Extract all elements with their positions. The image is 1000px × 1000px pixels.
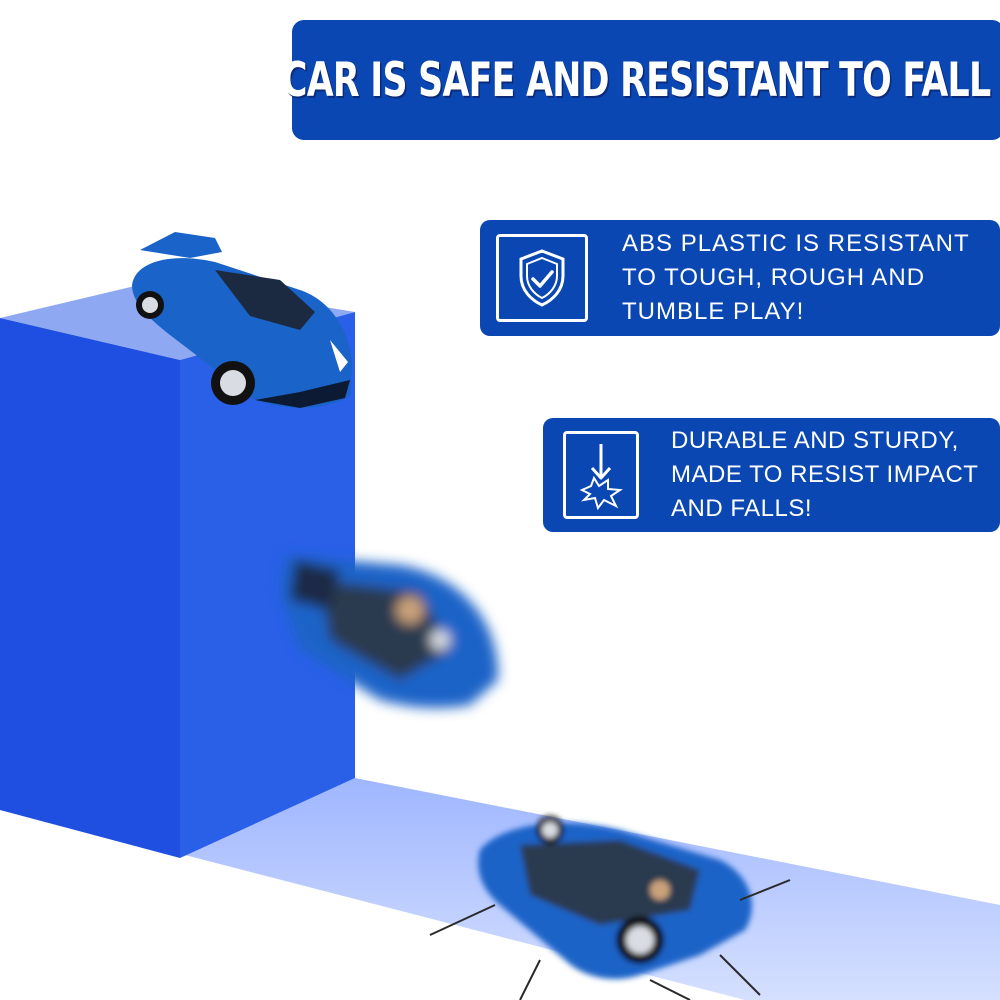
feature-line: AND FALLS! xyxy=(671,495,813,522)
feature-line: DURABLE AND STURDY, xyxy=(671,427,959,454)
feature-line: MADE TO RESIST IMPACT xyxy=(671,461,979,488)
feature-line: ABS PLASTIC IS RESISTANT xyxy=(622,230,970,257)
pillar-front xyxy=(0,318,180,858)
feature-card-abs-plastic: ABS PLASTIC IS RESISTANT TO TOUGH, ROUGH… xyxy=(480,220,1000,336)
headline-title: CAR IS SAFE AND RESISTANT TO FALL xyxy=(281,52,991,108)
car-on-pillar xyxy=(132,232,352,408)
feature-line: TUMBLE PLAY! xyxy=(622,298,805,325)
falling-car xyxy=(280,555,499,708)
feature-line: TO TOUGH, ROUGH AND xyxy=(622,264,926,291)
shield-check-icon xyxy=(519,249,565,307)
feature-text-durable: DURABLE AND STURDY, MADE TO RESIST IMPAC… xyxy=(671,424,978,526)
headline-banner: CAR IS SAFE AND RESISTANT TO FALL xyxy=(282,20,1000,140)
feature-icon-frame xyxy=(563,431,639,519)
crashed-car xyxy=(429,816,791,1000)
pillar-side xyxy=(180,312,355,858)
feature-icon-frame xyxy=(496,234,588,322)
impact-arrow-icon xyxy=(579,444,623,510)
feature-card-durable: DURABLE AND STURDY, MADE TO RESIST IMPAC… xyxy=(543,418,1000,532)
feature-text-abs: ABS PLASTIC IS RESISTANT TO TOUGH, ROUGH… xyxy=(622,227,970,329)
